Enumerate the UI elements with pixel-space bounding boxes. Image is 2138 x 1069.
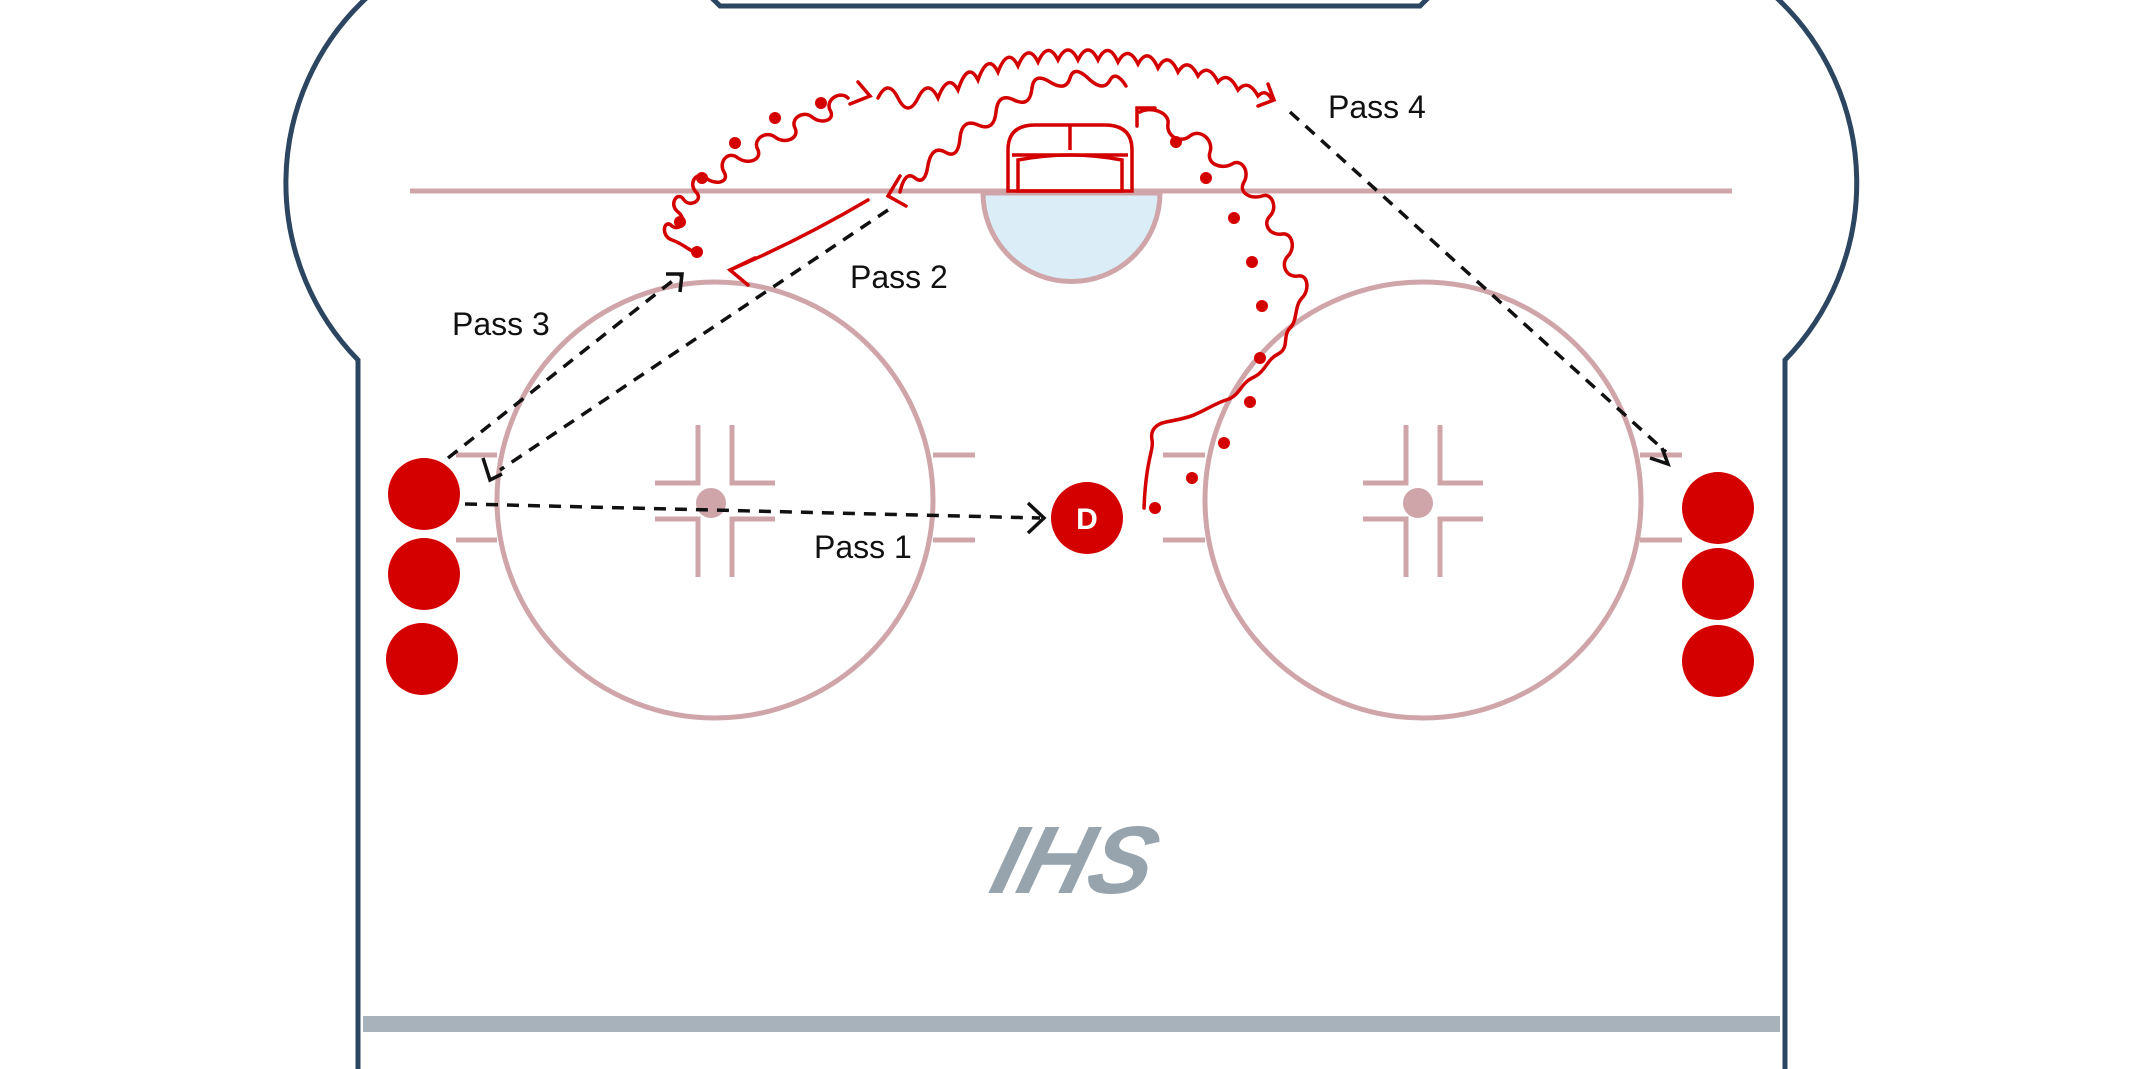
skate-path-wavy-inner xyxy=(898,69,1128,194)
rink xyxy=(283,0,1860,1069)
faceoff-circle-left xyxy=(456,279,975,721)
skate-arrowhead-2 xyxy=(848,80,873,106)
defense-marker: D xyxy=(1051,482,1123,554)
skate-arrowhead-4 xyxy=(1135,106,1157,128)
pass-label-4: Pass 4 xyxy=(1328,89,1426,125)
skate-arrowhead-1 xyxy=(726,256,757,287)
right-player-queue xyxy=(1682,472,1754,697)
player-marker xyxy=(1682,472,1754,544)
net-icon xyxy=(1006,123,1134,193)
skate-path-curled-right xyxy=(1138,107,1309,510)
player-marker xyxy=(1682,625,1754,697)
pass-label-3: Pass 3 xyxy=(452,306,550,342)
skate-path-wavy-outer xyxy=(876,48,1274,110)
pass-arrow-1 xyxy=(464,502,1041,520)
faceoff-dot-left xyxy=(696,488,726,518)
pass-label-1: Pass 1 xyxy=(814,529,912,565)
skate-path-curled-left xyxy=(662,93,850,256)
pass-arrowhead-1 xyxy=(1026,501,1047,535)
player-marker xyxy=(1682,548,1754,620)
pass-arrowhead-4 xyxy=(1649,447,1671,467)
skate-arrowhead-5 xyxy=(885,174,908,208)
ihs-logo: IHS xyxy=(981,807,1170,914)
rink-boards xyxy=(283,0,1860,1069)
pass-arrowhead-3 xyxy=(666,272,684,293)
left-player-queue xyxy=(386,458,460,695)
pass-label-2: Pass 2 xyxy=(850,259,948,295)
player-marker xyxy=(386,623,458,695)
skate-arrowhead-3 xyxy=(1256,82,1277,108)
pass-arrowhead-2 xyxy=(481,457,503,483)
goal-crease xyxy=(980,190,1163,284)
pass-arrow-2 xyxy=(499,208,889,472)
skate-paths xyxy=(662,48,1309,510)
faceoff-dot-right xyxy=(1403,488,1433,518)
pass-arrow-3 xyxy=(446,273,682,460)
pass-arrow-4 xyxy=(1288,110,1668,454)
faceoff-circle-right xyxy=(1163,279,1682,721)
player-marker xyxy=(388,538,460,610)
pass-arrows xyxy=(446,110,1671,535)
defense-label: D xyxy=(1076,503,1098,536)
player-marker xyxy=(388,458,460,530)
puck-dots xyxy=(674,97,1268,514)
